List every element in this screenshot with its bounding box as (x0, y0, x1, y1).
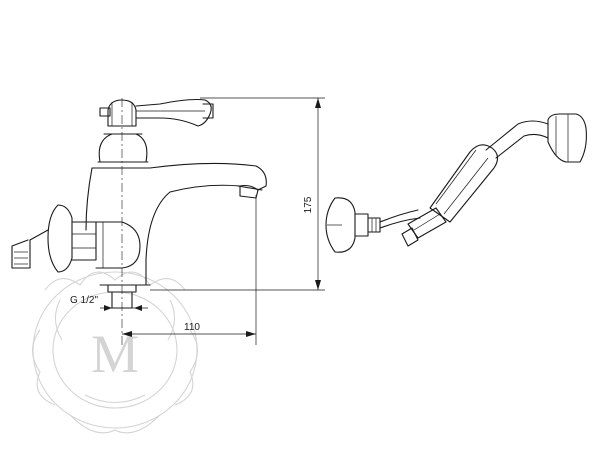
dimension-reach: 110 (122, 195, 257, 345)
hand-shower (379, 113, 587, 247)
reach-dimension-label: 110 (184, 322, 200, 333)
dimension-height: 175 (150, 97, 325, 291)
dimension-thread: G 1/2" (70, 295, 148, 311)
thread-size-label: G 1/2" (70, 295, 98, 306)
watermark-crest: M (31, 271, 199, 434)
mixer-body (11, 98, 267, 345)
height-dimension-label: 175 (303, 196, 314, 213)
wall-holder (325, 197, 381, 253)
